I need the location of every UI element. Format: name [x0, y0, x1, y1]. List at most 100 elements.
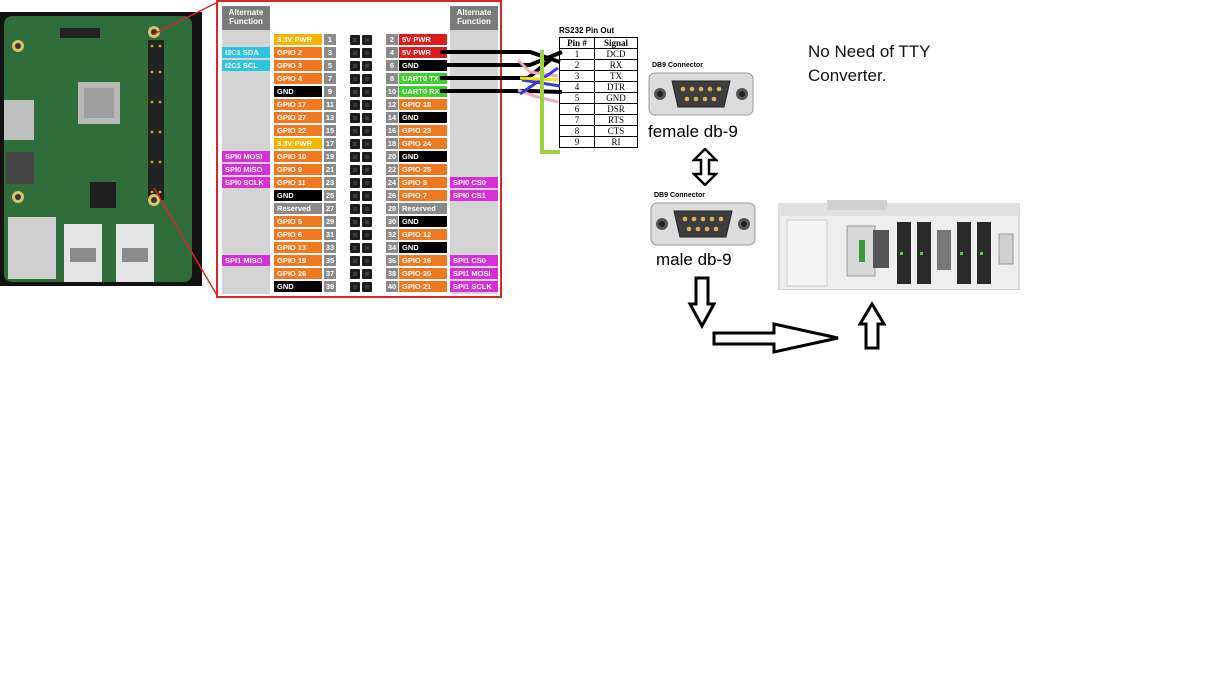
pin-number-left: 17 — [324, 138, 336, 149]
pin-label-right: GPIO 8 — [399, 177, 447, 188]
rs232-signal-cell: RX — [594, 59, 638, 71]
pin-number-left: 9 — [324, 86, 336, 97]
callout-lines — [153, 1, 219, 298]
header-pin — [362, 256, 372, 266]
pin-label-right: GND — [399, 60, 447, 71]
pin-label-left: Reserved — [274, 203, 322, 214]
pin-label-right: GPIO 12 — [399, 229, 447, 240]
header-pin — [350, 256, 360, 266]
pin-label-left: GND — [274, 86, 322, 97]
note-line-1: No Need of TTY — [808, 42, 931, 61]
header-pin — [362, 61, 372, 71]
female-db9-connector: DB9 Connector — [648, 62, 754, 118]
pin-number-left: 23 — [324, 177, 336, 188]
pin-number-left: 25 — [324, 190, 336, 201]
pin-number-right: 12 — [386, 99, 398, 110]
pin-label-right: GPIO 21 — [399, 281, 447, 292]
pin-label-right: UART0 RX — [399, 86, 447, 97]
header-pin — [350, 152, 360, 162]
alt-function-left: SPI0 MOSI — [222, 151, 270, 162]
pin-number-left: 21 — [324, 164, 336, 175]
female-db9-caption: female db-9 — [648, 122, 738, 141]
rs232-signal-cell: TX — [594, 70, 638, 82]
header-pin — [362, 152, 372, 162]
pin-number-left: 39 — [324, 281, 336, 292]
male-db9-caption: male db-9 — [656, 250, 732, 269]
header-pin — [350, 139, 360, 149]
pin-number-right: 20 — [386, 151, 398, 162]
header-pin — [362, 282, 372, 292]
rs232-title: RS232 Pin Out — [559, 26, 615, 35]
alt-function-right: SPI0 CS0 — [450, 177, 498, 188]
alt-function-right: SPI1 CS0 — [450, 255, 498, 266]
pin-label-right: GPIO 23 — [399, 125, 447, 136]
rs232-signal-cell: DTR — [594, 81, 638, 93]
rs232-signal-cell: CTS — [594, 125, 638, 137]
header-pin — [362, 217, 372, 227]
alt-function-right: SPI1 SCLK — [450, 281, 498, 292]
pin-number-left: 31 — [324, 229, 336, 240]
pin-number-right: 24 — [386, 177, 398, 188]
pin-number-right: 14 — [386, 112, 398, 123]
rs232-signal-cell: DCD — [594, 48, 638, 60]
pin-label-left: GPIO 3 — [274, 60, 322, 71]
pin-label-left: GPIO 10 — [274, 151, 322, 162]
plc-module-photo — [778, 200, 1020, 290]
header-pin — [350, 48, 360, 58]
header-pin — [350, 113, 360, 123]
alt-function-right: SPI1 MOSI — [450, 268, 498, 279]
pin-label-right: GND — [399, 151, 447, 162]
raspberry-pi-board-icon — [0, 12, 202, 286]
pin-label-left: GPIO 13 — [274, 242, 322, 253]
pin-number-left: 35 — [324, 255, 336, 266]
wiring-lines — [440, 50, 563, 154]
alt-function-left: SPI0 MISO — [222, 164, 270, 175]
header-pin — [350, 100, 360, 110]
note-line-2: Converter. — [808, 66, 887, 85]
pin-label-right: 5V PWR — [399, 47, 447, 58]
header-pin — [350, 178, 360, 188]
alt-header-right: Alternate Function — [450, 6, 498, 30]
pin-label-right: GPIO 25 — [399, 164, 447, 175]
header-pin — [362, 243, 372, 253]
rs232-signal-cell: GND — [594, 92, 638, 104]
pin-number-right: 26 — [386, 190, 398, 201]
header-pin — [362, 126, 372, 136]
pin-number-left: 1 — [324, 34, 336, 45]
pin-number-right: 40 — [386, 281, 398, 292]
header-pin — [362, 100, 372, 110]
pin-label-right: UART0 TX — [399, 73, 447, 84]
rs232-signal-cell: DSR — [594, 103, 638, 115]
header-pin — [350, 35, 360, 45]
header-pin — [362, 230, 372, 240]
pin-number-right: 36 — [386, 255, 398, 266]
pin-label-right: GND — [399, 112, 447, 123]
rs232-signal-cell: RI — [594, 136, 638, 148]
header-pin — [362, 269, 372, 279]
pin-number-right: 38 — [386, 268, 398, 279]
alt-header-left: Alternate Function — [222, 6, 270, 30]
pin-number-right: 6 — [386, 60, 398, 71]
female-db9-title: DB9 Connector — [652, 62, 703, 69]
header-pin — [362, 48, 372, 58]
pin-label-left: GPIO 19 — [274, 255, 322, 266]
pin-number-right: 2 — [386, 34, 398, 45]
header-pin — [350, 87, 360, 97]
male-db9-connector: DB9 Connector — [650, 192, 756, 248]
header-pin — [350, 282, 360, 292]
header-pin — [362, 178, 372, 188]
pin-number-left: 5 — [324, 60, 336, 71]
header-pin — [362, 165, 372, 175]
header-pin — [362, 87, 372, 97]
pin-number-left: 19 — [324, 151, 336, 162]
header-pin — [362, 74, 372, 84]
pin-number-right: 16 — [386, 125, 398, 136]
alt-function-left: SPI0 SCLK — [222, 177, 270, 188]
pin-number-left: 3 — [324, 47, 336, 58]
pin-label-right: GPIO 7 — [399, 190, 447, 201]
pin-number-left: 7 — [324, 73, 336, 84]
pin-label-left: GPIO 17 — [274, 99, 322, 110]
header-pin — [350, 217, 360, 227]
